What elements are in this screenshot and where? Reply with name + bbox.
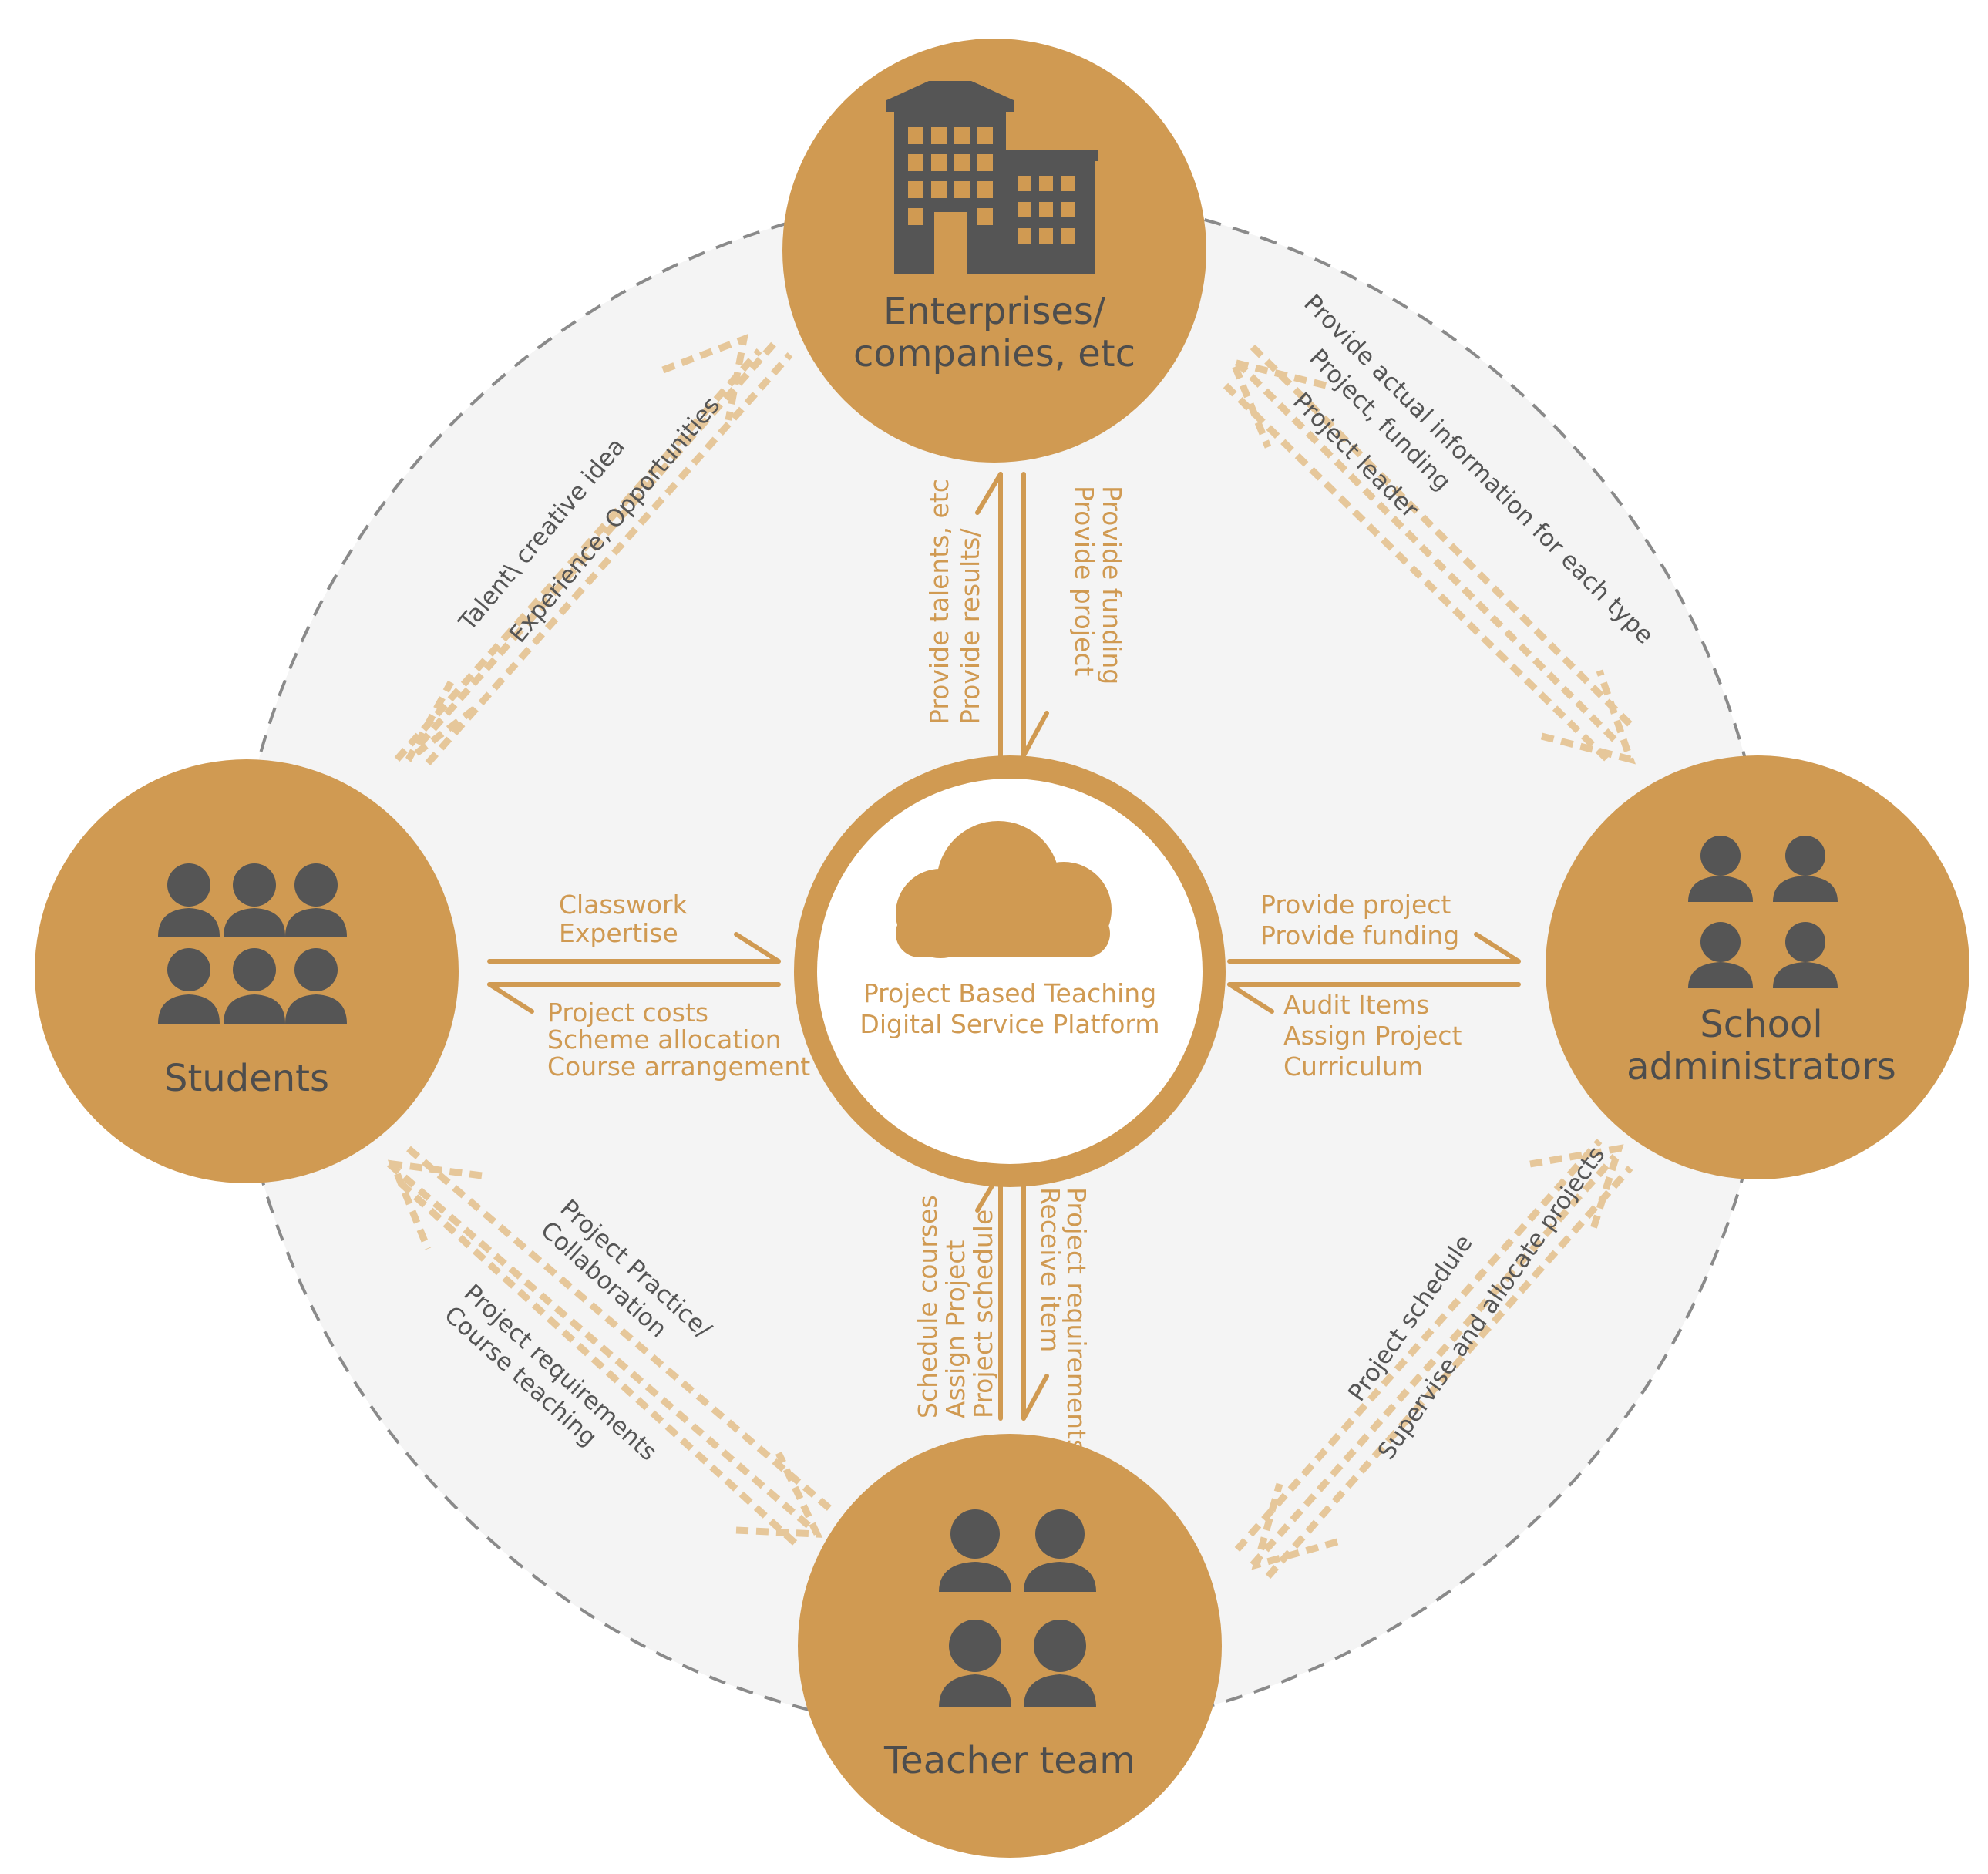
flow-label: Project costs <box>547 998 708 1028</box>
flow-label: Provide project <box>1260 890 1451 920</box>
dashed-arrows-students-teachers <box>387 1146 835 1549</box>
flow-label: Project schedule <box>968 1210 998 1418</box>
students-group-icon <box>158 863 347 1024</box>
flow-label: Assign Project <box>940 1240 970 1418</box>
node-enterprises: Enterprises/ companies, etc <box>782 39 1206 463</box>
flow-students-to-platform: Classwork Expertise <box>559 890 688 948</box>
cloud-icon <box>896 821 1112 958</box>
flow-label: Classwork <box>559 890 688 920</box>
dashed-arrows-teachers-admin <box>1234 1139 1633 1579</box>
students-label: Students <box>164 1057 329 1100</box>
flow-platform-to-admin: Provide project Provide funding <box>1260 890 1459 950</box>
flow-label: Provide project <box>1069 486 1099 676</box>
dashed-arrows-enterprise-admin <box>1223 344 1637 765</box>
flow-label: Project requirements <box>1061 1187 1092 1452</box>
center-label-line2: Digital Service Platform <box>859 1009 1159 1039</box>
flow-admin-to-platform: Audit Items Assign Project Curriculum <box>1283 990 1462 1082</box>
flow-label: Assign Project <box>1283 1021 1462 1051</box>
administrators-group-icon <box>1688 836 1838 988</box>
flow-enterprise-to-platform: Provide project Provide funding <box>1069 486 1127 685</box>
teachers-label: Teacher team <box>883 1739 1135 1782</box>
building-icon <box>886 81 1098 274</box>
administrators-label-line2: administrators <box>1626 1045 1896 1088</box>
flow-label: Expertise <box>559 918 678 948</box>
enterprises-label-line2: companies, etc <box>853 332 1135 375</box>
flow-label: Provide talents, etc <box>924 479 954 725</box>
node-teachers: Teacher team <box>798 1434 1222 1858</box>
flow-platform-to-enterprise: Provide talents, etc Provide results/ <box>924 479 985 725</box>
flow-label: Course arrangement <box>547 1051 810 1082</box>
flow-platform-to-teachers: Project requirements Receive item <box>1035 1187 1092 1452</box>
teachers-circle <box>798 1434 1222 1858</box>
teacher-group-icon <box>939 1509 1096 1707</box>
flow-label: Scheme allocation <box>547 1024 782 1055</box>
flow-teachers-to-platform: Schedule courses Assign Project Project … <box>913 1195 998 1418</box>
center-platform: Project Based Teaching Digital Service P… <box>794 755 1226 1187</box>
dashed-arrows-students-enterprises <box>394 333 793 765</box>
flow-label: Receive item <box>1035 1187 1065 1352</box>
enterprises-label-line1: Enterprises/ <box>883 290 1106 333</box>
flow-platform-to-students: Project costs Scheme allocation Course a… <box>547 998 810 1082</box>
center-label-line1: Project Based Teaching <box>863 978 1156 1008</box>
node-administrators: School administrators <box>1546 755 1969 1179</box>
flow-label: Provide funding <box>1260 920 1459 950</box>
flow-label: Provide funding <box>1097 486 1127 685</box>
flow-label: Curriculum <box>1283 1051 1423 1082</box>
node-students: Students <box>35 759 459 1183</box>
flow-label: Audit Items <box>1283 990 1429 1020</box>
flow-label: Schedule courses <box>913 1195 943 1418</box>
center-inner-disc <box>817 779 1203 1164</box>
flow-label: Provide results/ <box>955 528 985 725</box>
administrators-circle <box>1546 755 1969 1179</box>
administrators-label-line1: School <box>1700 1003 1822 1046</box>
